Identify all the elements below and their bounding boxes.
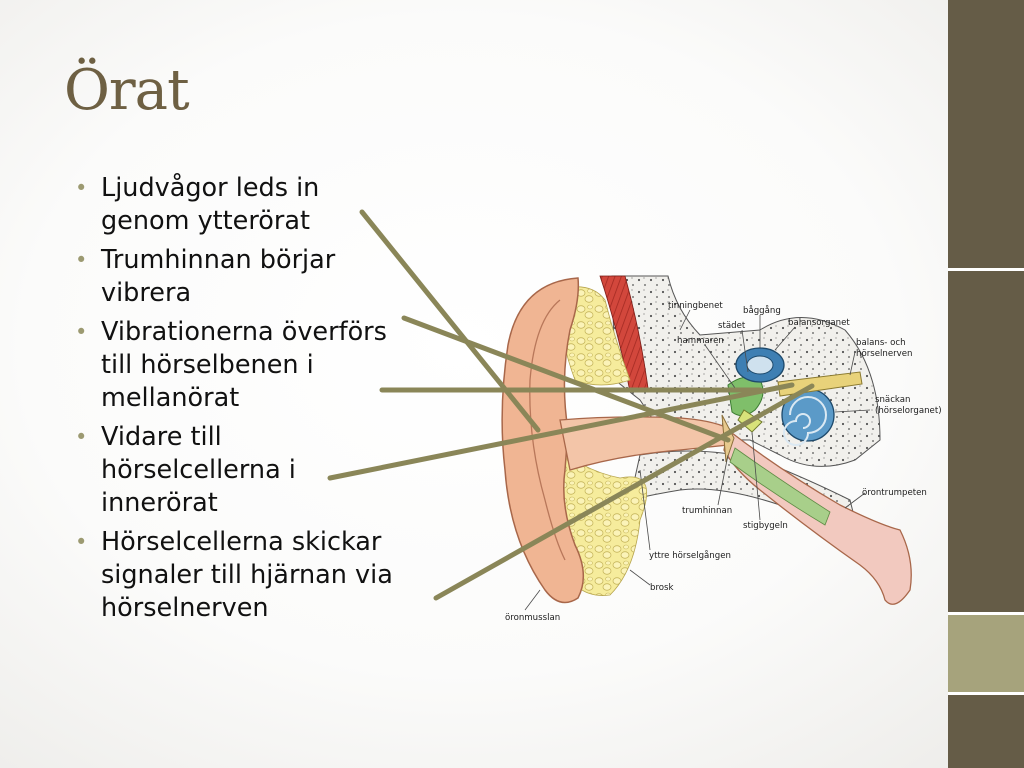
bullet-line: hörselnerven [101,593,269,623]
pointer-line [433,383,815,601]
pointer-lines [327,209,815,601]
bullet-line: innerörat [101,488,218,518]
pointer-line [401,315,731,443]
bullet-line: Vidare till [101,422,222,452]
label-balansorganet: balansorganet [788,318,850,328]
bullet-dot-icon: • [75,320,88,344]
label-balans-nerve-2: hörselnerven [856,349,912,359]
bullet-dot-icon: • [75,425,88,449]
bullet-item: • Vibrationerna överförs till hörselbene… [72,316,452,415]
bullet-line: vibrera [101,278,192,308]
bullet-item: • Hörselcellerna skickar signaler till h… [72,526,452,625]
bullet-item: • Trumhinnan börjar vibrera [72,244,452,310]
bullet-line: signaler till hjärnan via [101,560,393,590]
outer-ear [501,277,584,604]
bullet-dot-icon: • [75,176,88,200]
sidebar-divider [948,692,1024,695]
bullet-line: Ljudvågor leds in [101,173,320,203]
bullet-list: • Ljudvågor leds in genom ytterörat • Tr… [72,172,452,631]
label-hammaren: hammaren [677,336,724,346]
slide-title: Örat [64,58,190,123]
bullet-item: • Ljudvågor leds in genom ytterörat [72,172,452,238]
label-snackan-1: snäckan [875,395,910,405]
ear-anatomy-diagram: tinningbenet båggång städet balansorgane… [327,209,942,623]
sidebar-divider [948,612,1024,615]
bullet-line: genom ytterörat [101,206,310,236]
pointer-line [327,382,795,481]
semicircular-canals-inner [746,355,774,375]
label-brosk: brosk [650,583,674,593]
label-balans-nerve-1: balans- och [856,338,906,348]
bullet-dot-icon: • [75,530,88,554]
label-snackan-2: (hörselorganet) [875,406,942,416]
label-stadet: städet [718,321,746,331]
cochlea-spiral [783,396,827,446]
bullet-dot-icon: • [75,248,88,272]
label-baggang: båggång [743,305,781,316]
label-tinningbenet: tinningbenet [668,301,723,311]
label-stigbygeln: stigbygeln [743,521,788,531]
bullet-line: mellanörat [101,383,240,413]
bullet-item: • Vidare till hörselcellerna i innerörat [72,421,452,520]
label-orontrumpeten: örontrumpeten [862,488,927,498]
label-yttre-horselgangen: yttre hörselgången [649,550,731,561]
auditory-nerve [777,371,863,397]
bullet-line: till hörselbenen i [101,350,314,380]
pointer-line [359,209,541,433]
sidebar-divider [948,268,1024,271]
bullet-line: Vibrationerna överförs [101,317,387,347]
outer-ear-fold [529,299,566,561]
bullet-line: Hörselcellerna skickar [101,527,382,557]
bullet-line: Trumhinnan börjar [101,245,336,275]
label-trumhinnan: trumhinnan [682,506,732,516]
label-leader-lines [524,309,871,611]
label-oronmusslan: öronmusslan [505,613,560,623]
bullet-line: hörselcellerna i [101,455,296,485]
sidebar-accent-band [948,614,1024,692]
ear-illustration: tinningbenet båggång städet balansorgane… [501,275,942,623]
